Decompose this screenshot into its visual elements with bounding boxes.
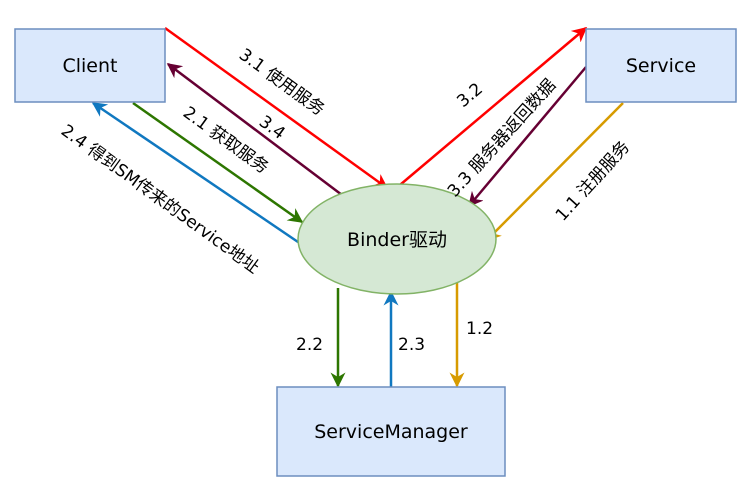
- edge-3-4-label: 3.4: [255, 112, 289, 144]
- edge-3-1-arrow: [164, 26, 389, 190]
- servicemanager-label: ServiceManager: [314, 421, 468, 443]
- edge-2-3-label: 2.3: [398, 335, 425, 355]
- node-client[interactable]: Client: [14, 28, 166, 103]
- edge-1-2-label: 1.2: [466, 319, 493, 339]
- binder-label: Binder驱动: [347, 229, 447, 251]
- edge-1-1-label: 1.1 注册服务: [552, 137, 634, 225]
- edge-2-2-label: 2.2: [296, 335, 323, 355]
- edge-2-1-arrow: [132, 101, 304, 224]
- edge-3-4-arrow: [166, 63, 343, 196]
- edges: [91, 26, 624, 388]
- client-label: Client: [62, 55, 117, 77]
- service-box: [585, 28, 737, 103]
- edge-1-1-arrow: [485, 102, 624, 242]
- edge-3-2-label: 3.2: [453, 79, 487, 112]
- servicemanager-box: [276, 386, 506, 477]
- node-servicemanager[interactable]: ServiceManager: [276, 386, 506, 477]
- service-label: Service: [626, 55, 696, 77]
- edge-2-4-arrow: [91, 101, 299, 244]
- edge-3-3-arrow: [468, 66, 587, 208]
- edge-3-1-label: 3.1 使用服务: [235, 44, 329, 120]
- node-binder[interactable]: Binder驱动: [297, 183, 497, 295]
- node-service[interactable]: Service: [585, 28, 737, 103]
- binder-ellipse: [297, 183, 497, 295]
- client-box: [14, 28, 166, 103]
- edge-3-2-arrow: [393, 27, 588, 191]
